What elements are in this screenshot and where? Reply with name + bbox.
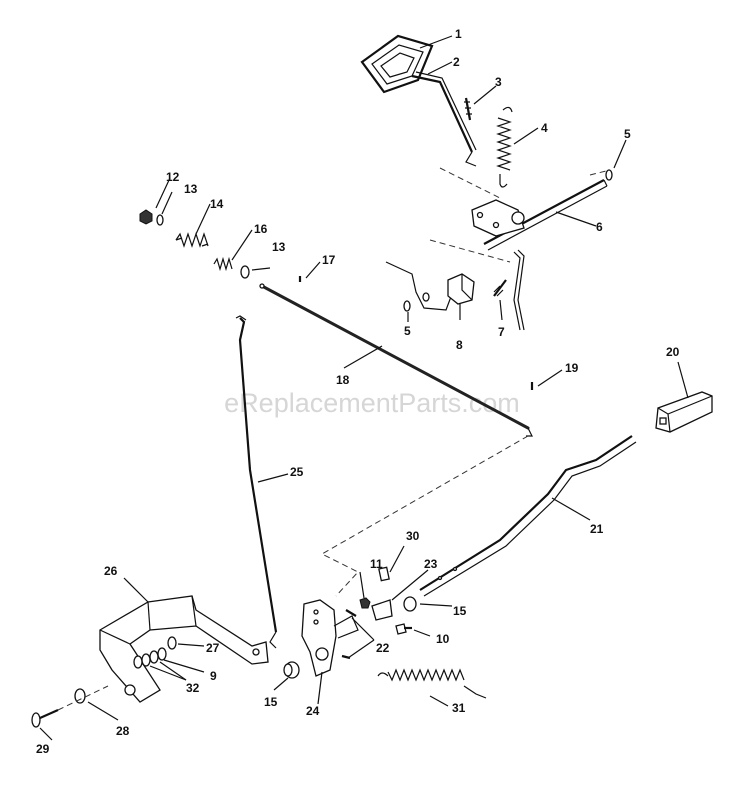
- callout-15: 15: [453, 604, 467, 618]
- part-15-washer-upper: [403, 596, 417, 612]
- callout-29: 29: [36, 742, 50, 756]
- callout-23: 23: [424, 557, 438, 571]
- callout-3: 3: [495, 75, 502, 89]
- part-21-pedal-arm: [419, 435, 637, 597]
- part-29-bolt: [31, 708, 59, 728]
- callout-5: 5: [624, 127, 631, 141]
- assembly-line-4: [320, 435, 529, 597]
- callout-17: 17: [322, 253, 336, 267]
- part-2-pedal-arm: [411, 71, 477, 167]
- callout-6: 6: [596, 220, 603, 234]
- part-16-spring: [213, 256, 233, 272]
- callout-24: 24: [306, 704, 320, 718]
- callout-22: 22: [376, 641, 390, 655]
- callout-9: 9: [210, 669, 217, 683]
- part-15-bushing-lower: [283, 661, 300, 679]
- part-5-washer-lower: [403, 300, 411, 312]
- callout-4: 4: [541, 121, 548, 135]
- callout-32: 32: [186, 681, 200, 695]
- callout-7: 7: [498, 325, 505, 339]
- callout-13-b: 13: [272, 240, 286, 254]
- part-7-bolt: [493, 279, 507, 297]
- part-12-nut: [139, 209, 153, 225]
- part-22-pin-a: [345, 609, 357, 617]
- part-26-bracket: [99, 595, 269, 703]
- part-25-rod: [235, 315, 278, 649]
- callout-30: 30: [406, 529, 420, 543]
- callout-21: 21: [590, 522, 604, 536]
- part-27-washer: [167, 636, 177, 650]
- callout-12: 12: [166, 170, 180, 184]
- callout-25: 25: [290, 465, 304, 479]
- small-washer-mid: [422, 292, 430, 302]
- part-3-pin: [464, 97, 472, 121]
- callout-18: 18: [336, 373, 350, 387]
- callout-19: 19: [565, 361, 579, 375]
- part-10-bolt: [395, 623, 412, 635]
- part-14-spring: [175, 232, 209, 248]
- part-6-cross-shaft: [471, 179, 608, 251]
- part-30-clip: [378, 566, 390, 582]
- part-20-pedal-pad: [655, 391, 713, 433]
- part-24-bracket-plate: [301, 599, 359, 677]
- callout-10: 10: [436, 632, 450, 646]
- callout-28: 28: [116, 724, 130, 738]
- part-5-washer: [605, 169, 613, 181]
- part-number-labels: 1 2 3 4 5 6 12 13 14 16 13 17 5 8 7 18 1…: [36, 27, 680, 756]
- part-23-bracket: [371, 599, 393, 621]
- part-28-washer: [74, 688, 86, 704]
- part-11-nut: [359, 597, 371, 609]
- part-8-switch: [447, 273, 475, 305]
- part-13-washer: [156, 214, 164, 226]
- callout-26: 26: [104, 564, 118, 578]
- watermark-text: eReplacementParts.com: [224, 388, 520, 418]
- link-rod-right: [513, 251, 521, 331]
- part-9-32-washer-stack: [133, 647, 167, 669]
- callout-2: 2: [453, 55, 460, 69]
- callout-8: 8: [456, 338, 463, 352]
- callout-31: 31: [452, 701, 466, 715]
- link-rod-right-2: [517, 249, 525, 331]
- callout-1: 1: [455, 27, 462, 41]
- callout-15-b: 15: [264, 695, 278, 709]
- callout-13: 13: [184, 182, 198, 196]
- part-13-washer-2: [240, 265, 250, 279]
- assembly-line-3: [589, 169, 611, 176]
- part-4-spring: [496, 106, 513, 188]
- callout-16: 16: [254, 222, 268, 236]
- part-31-spring: [377, 668, 487, 699]
- callout-11: 11: [370, 557, 383, 571]
- callout-20: 20: [666, 345, 680, 359]
- callout-5-b: 5: [404, 324, 411, 338]
- leader-lines: [39, 35, 689, 741]
- chassis-outline: [385, 261, 453, 311]
- callout-14: 14: [210, 197, 224, 211]
- assembly-line-1: [439, 167, 501, 199]
- callout-27: 27: [206, 641, 220, 655]
- assembly-line-2: [429, 239, 511, 263]
- part-1-pedal-pad: [360, 34, 434, 94]
